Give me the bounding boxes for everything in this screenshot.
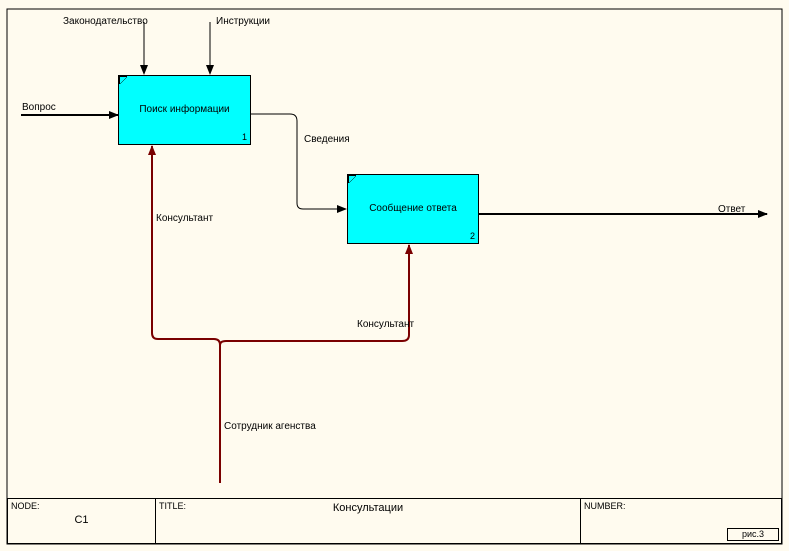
mechanism-arrow-consultant-1 — [148, 145, 221, 483]
label-consultant-2: Консультант — [357, 319, 415, 330]
activity-title: Поиск информации — [139, 104, 230, 115]
node-value: C1 — [74, 514, 89, 526]
title-cell: TITLE: Консультации — [156, 499, 581, 543]
page-frame — [6, 8, 783, 545]
activity-box-search[interactable]: Поиск информации 1 — [118, 75, 251, 145]
title-value: Консультации — [332, 502, 404, 514]
label-answer: Ответ — [718, 204, 746, 215]
node-cell: NODE: C1 — [8, 499, 156, 543]
number-cell: NUMBER: рис.3 — [581, 499, 781, 543]
label-info: Сведения — [304, 134, 350, 145]
box-corner-mark — [119, 76, 127, 84]
arrow-info — [251, 113, 347, 213]
activity-title: Сообщение ответа — [369, 203, 457, 214]
label-legislation: Законодательство — [63, 16, 148, 27]
activity-number: 1 — [241, 132, 247, 142]
number-key: NUMBER: — [584, 501, 626, 511]
title-key: TITLE: — [159, 501, 187, 511]
label-agency-employee: Сотрудник агенства — [224, 421, 316, 432]
label-question: Вопрос — [22, 102, 56, 113]
activity-box-answer[interactable]: Сообщение ответа 2 — [347, 174, 479, 244]
label-consultant-1: Консультант — [156, 213, 214, 224]
label-instructions: Инструкции — [216, 16, 271, 27]
box-corner-mark — [348, 175, 356, 183]
mechanism-arrow-consultant-2 — [219, 244, 413, 346]
activity-number: 2 — [469, 231, 475, 241]
figure-label: рис.3 — [727, 528, 779, 541]
title-block: NODE: C1 TITLE: Консультации NUMBER: рис… — [7, 498, 782, 544]
node-key: NODE: — [11, 501, 40, 511]
